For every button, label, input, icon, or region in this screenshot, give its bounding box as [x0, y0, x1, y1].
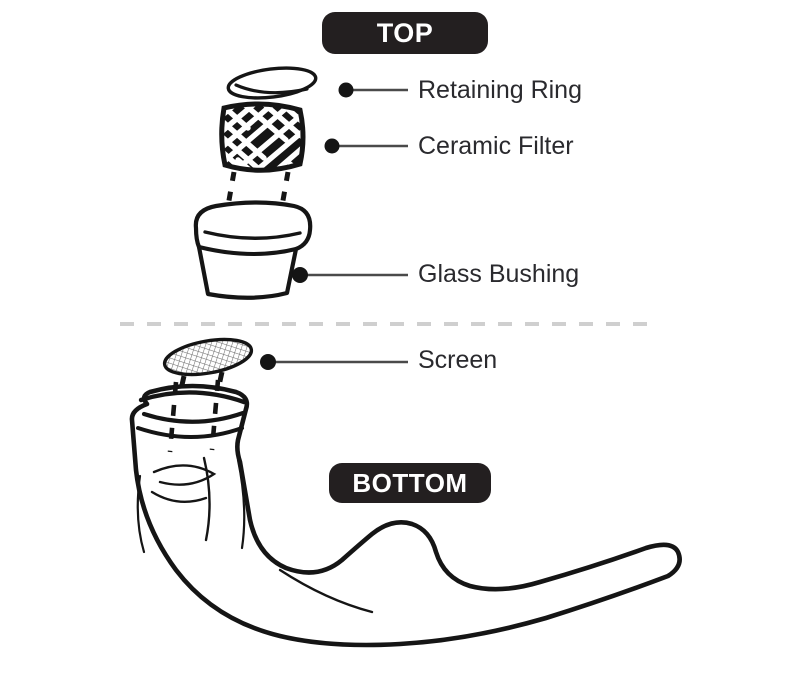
retaining-ring-part — [226, 66, 318, 100]
leader-lines — [268, 88, 408, 364]
section-badge-top: TOP — [322, 12, 488, 54]
assembly-guide-top — [225, 171, 291, 207]
ceramic-filter-part — [219, 101, 306, 173]
callout-label-ceramic-filter: Ceramic Filter — [418, 132, 574, 160]
leader-dot-screen — [260, 354, 276, 370]
leader-dot-ceramic-filter — [324, 138, 340, 154]
callout-label-screen: Screen — [418, 346, 498, 374]
leader-dot-retaining-ring — [338, 82, 354, 98]
section-badge-bottom: BOTTOM — [329, 463, 491, 503]
pipe-body-part — [129, 379, 682, 648]
screen-part — [162, 337, 254, 377]
callout-label-glass-bushing: Glass Bushing — [418, 260, 580, 288]
callout-label-retaining-ring: Retaining Ring — [418, 76, 582, 104]
glass-bushing-part — [193, 200, 313, 300]
leader-dots — [260, 82, 354, 370]
leader-dot-glass-bushing — [292, 267, 308, 283]
